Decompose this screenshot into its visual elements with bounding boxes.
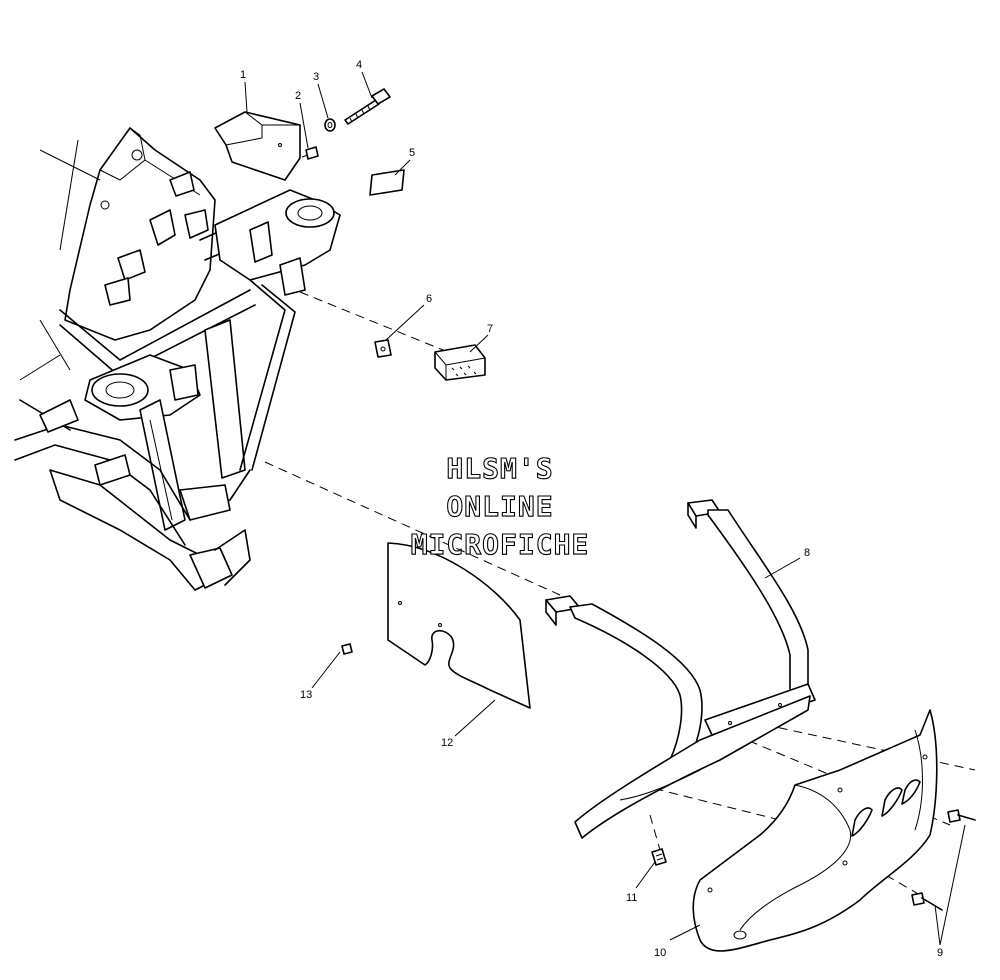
part-nut-clip xyxy=(374,339,392,358)
part-skid-plate xyxy=(692,709,938,952)
callout-3: 3 xyxy=(313,71,319,83)
callout-10: 10 xyxy=(654,947,666,959)
part-screw-2 xyxy=(301,146,319,160)
watermark-line-1: HLSM'S xyxy=(446,452,553,485)
callout-8: 8 xyxy=(804,547,810,559)
frame-assembly xyxy=(14,127,341,591)
part-splash-guard xyxy=(387,542,531,709)
part-bumper-block xyxy=(434,344,486,381)
leader-lines xyxy=(244,71,966,946)
watermark-line-2: ONLINE xyxy=(446,490,553,523)
part-washer xyxy=(324,118,336,132)
part-front-bumper xyxy=(545,499,816,839)
watermark-line-3: MICROFICHE xyxy=(411,528,590,561)
callout-2: 2 xyxy=(295,90,301,102)
callout-12: 12 xyxy=(441,737,453,749)
callout-5: 5 xyxy=(409,147,415,159)
callout-labels: 1 2 3 4 5 6 7 8 9 10 11 12 13 xyxy=(240,59,943,959)
callout-11: 11 xyxy=(626,892,637,904)
part-screw-13 xyxy=(341,643,353,655)
part-screw-11 xyxy=(651,848,667,866)
callout-7: 7 xyxy=(487,323,493,335)
callout-4: 4 xyxy=(356,59,362,71)
callout-6: 6 xyxy=(426,293,432,305)
callout-1: 1 xyxy=(240,69,246,81)
callout-13: 13 xyxy=(300,689,312,701)
part-rivets xyxy=(911,809,976,911)
part-decal xyxy=(369,169,405,196)
part-bolt xyxy=(344,88,391,125)
callout-9: 9 xyxy=(937,947,943,959)
watermark: HLSM'S ONLINE MICROFICHE xyxy=(410,451,590,561)
part-bracket xyxy=(214,111,301,181)
